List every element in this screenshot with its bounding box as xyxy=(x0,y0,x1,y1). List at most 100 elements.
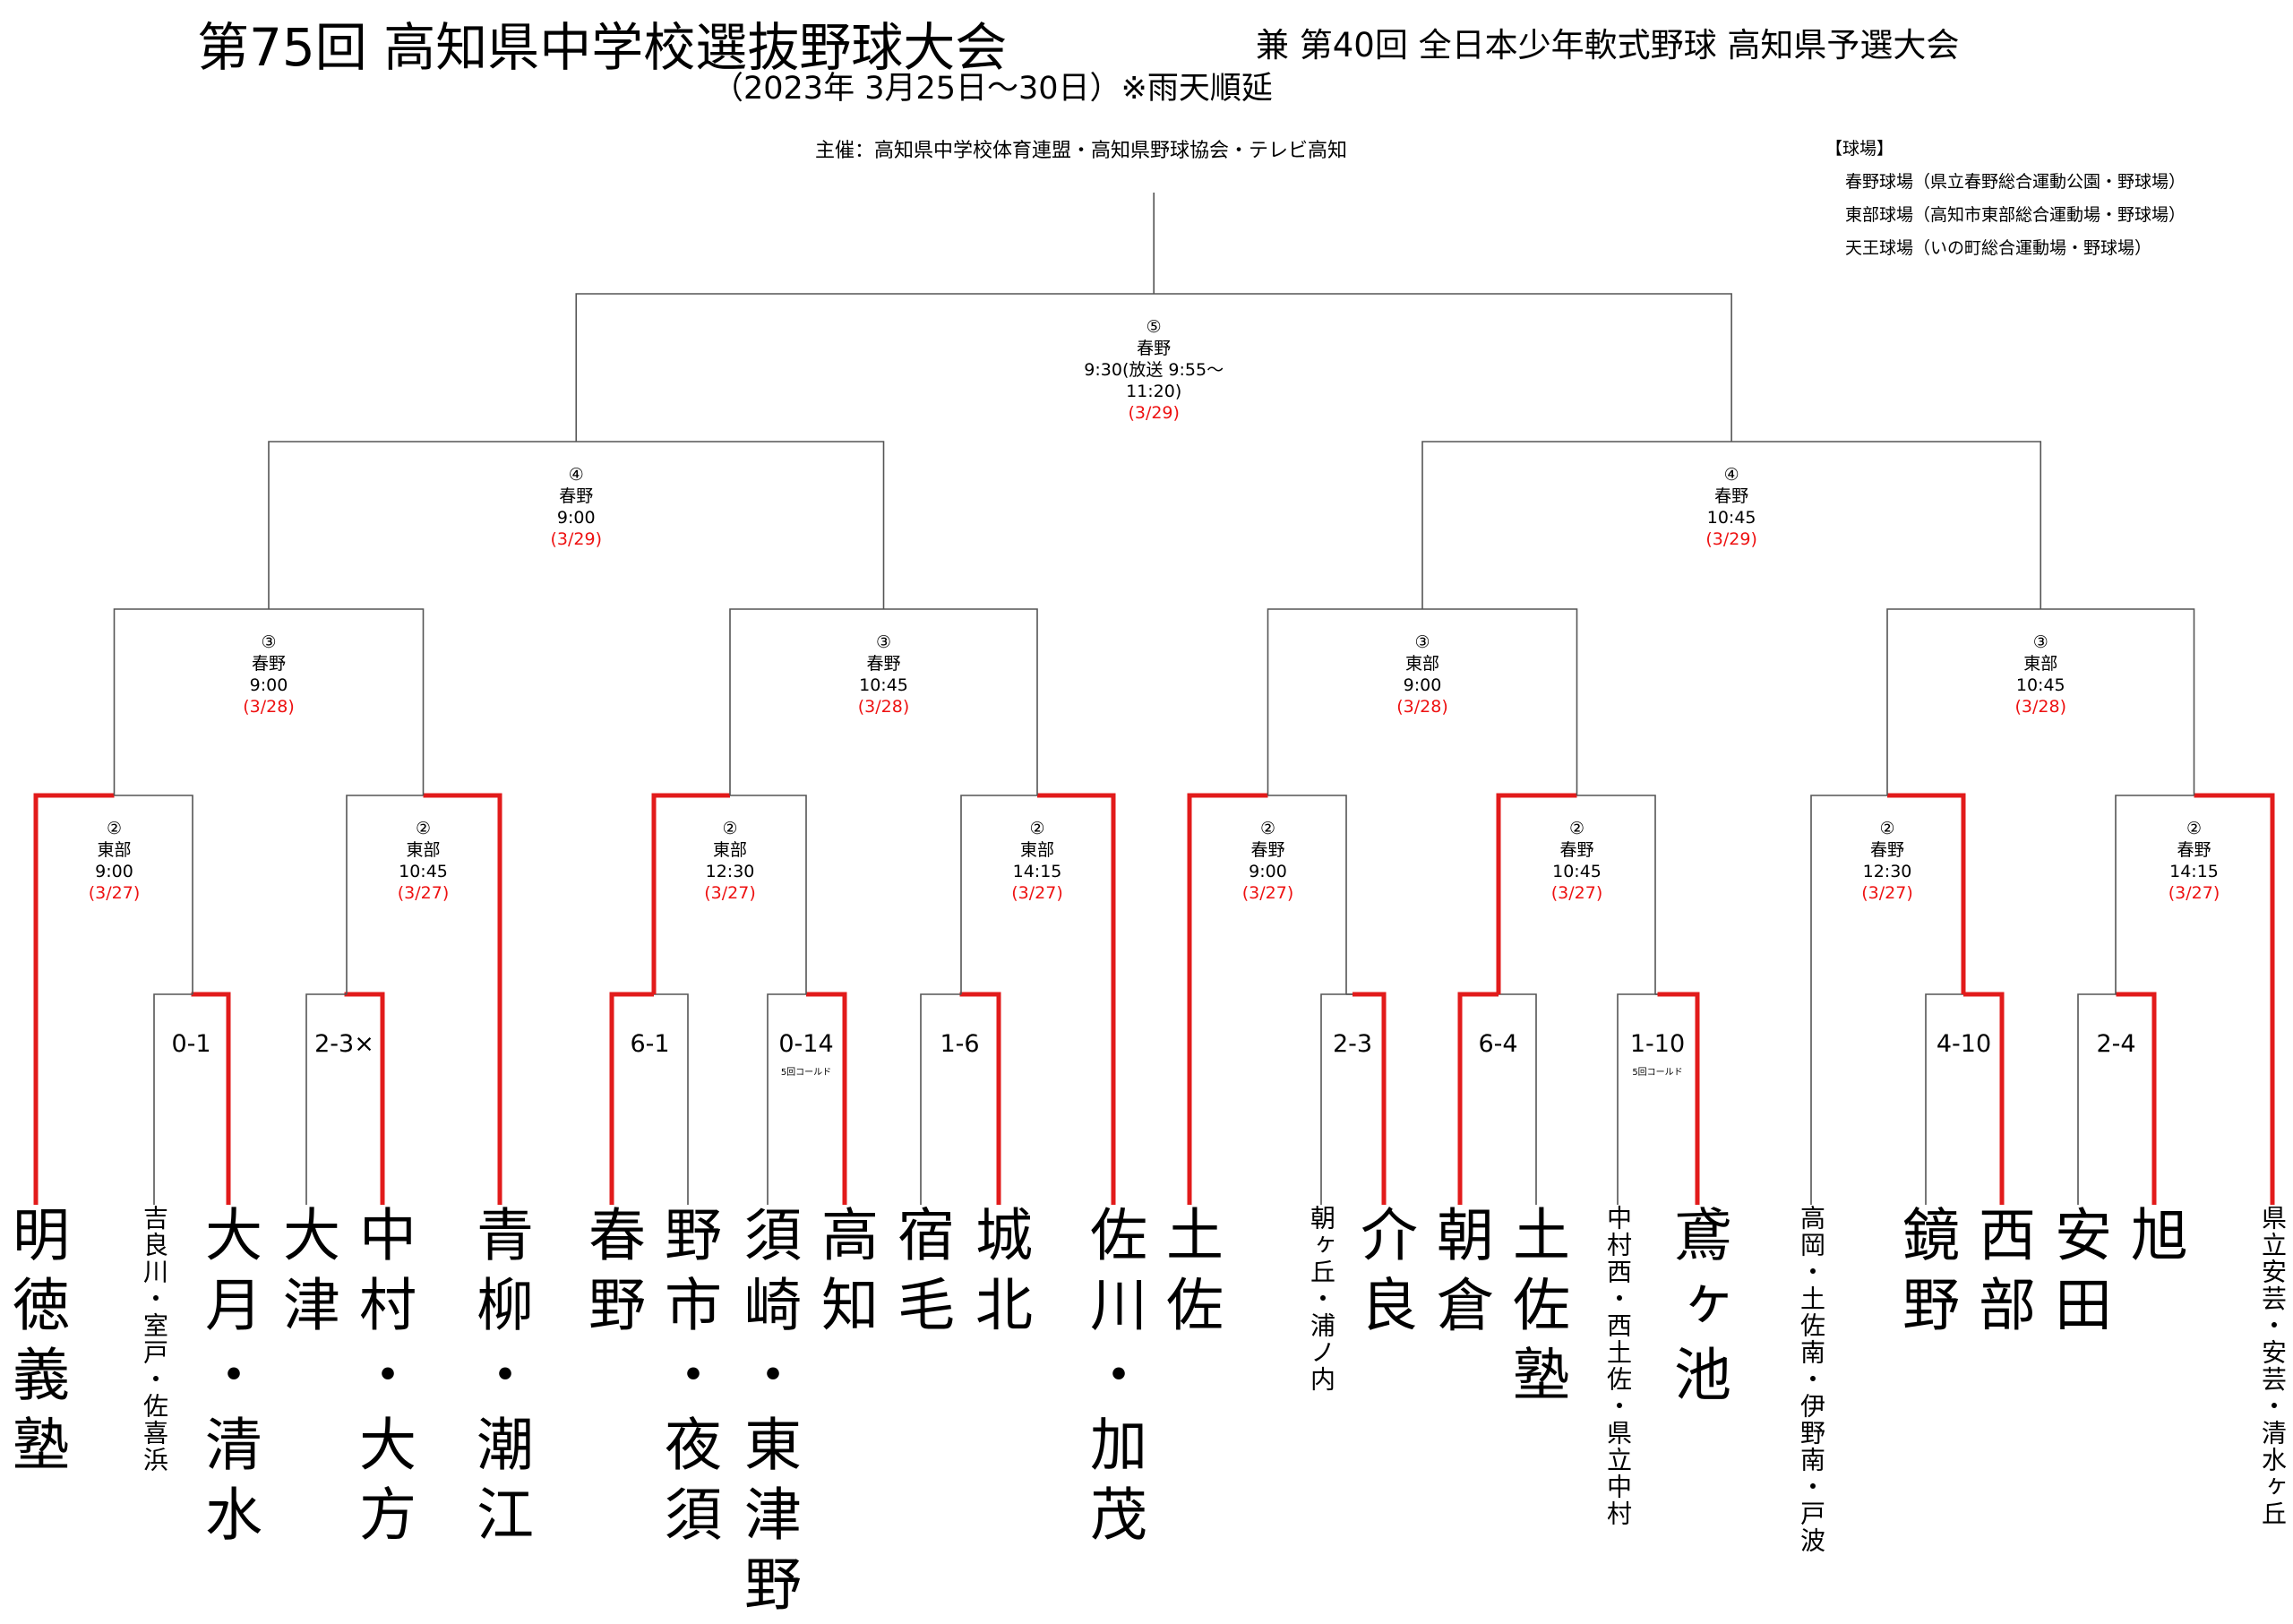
team-name: 城北 xyxy=(966,1205,1032,1345)
match-time: 12:30 xyxy=(1862,862,1912,881)
match-date: (3/27) xyxy=(397,883,450,903)
winner-path xyxy=(33,793,115,1205)
match-date: (3/27) xyxy=(704,883,756,903)
team-name: 中村西・西土佐・県立中村 xyxy=(1603,1205,1633,1527)
team-name: 宿毛 xyxy=(888,1205,954,1345)
match-venue: 東部 xyxy=(97,840,132,860)
match-round: ③ xyxy=(2032,632,2048,652)
round1-score: 2-4 xyxy=(2096,1030,2136,1058)
match-date: (3/27) xyxy=(88,883,141,903)
team-name: 明徳義塾 xyxy=(3,1205,69,1484)
venue-legend-heading: 【球場】 xyxy=(1825,139,1894,159)
match-date: (3/29) xyxy=(1705,529,1757,549)
match-venue: 東部 xyxy=(1404,654,1439,674)
match-date: (3/27) xyxy=(1241,883,1294,903)
match-venue: 春野 xyxy=(1137,339,1172,358)
round1-score: 6-4 xyxy=(1478,1030,1518,1058)
match-date: (3/28) xyxy=(2014,697,2067,717)
winner-path xyxy=(1496,793,1577,994)
round1-score: 0-1 xyxy=(171,1030,211,1058)
round1-score: 1-6 xyxy=(940,1030,980,1058)
team-name: 大月・清水 xyxy=(195,1205,262,1554)
bracket-line xyxy=(305,993,345,1205)
match-time: 9:00 xyxy=(95,862,133,881)
match-round: ② xyxy=(1029,819,1045,838)
round1-score: 0-14 xyxy=(778,1030,834,1058)
match-time: 12:30 xyxy=(705,862,755,881)
team-name: 吉良川・室戸・佐喜浜 xyxy=(140,1205,169,1474)
bracket-line xyxy=(1320,993,1353,1205)
bracket-line xyxy=(114,795,193,994)
venue-item: 天王球場（いの町総合運動場・野球場） xyxy=(1845,238,2152,258)
winner-path xyxy=(1887,793,1966,994)
winner-path xyxy=(423,793,502,1205)
match-round: ② xyxy=(1568,819,1585,838)
round1-score: 6-1 xyxy=(630,1030,670,1058)
match-date: (3/28) xyxy=(243,697,295,717)
match-round: ② xyxy=(2186,819,2203,838)
team-name: 高岡・土佐南・伊野南・戸波 xyxy=(1797,1205,1826,1554)
winner-path xyxy=(1963,992,2005,1205)
bracket-line xyxy=(1267,795,1347,994)
match-venue: 東部 xyxy=(1019,840,1054,860)
match-date: (3/27) xyxy=(2168,883,2220,903)
team-name: 青柳・潮江 xyxy=(467,1205,533,1554)
called-game-note: 5回コールド xyxy=(780,1068,832,1078)
team-name: 須崎・東津野 xyxy=(734,1205,801,1624)
winner-path xyxy=(959,992,1001,1205)
match-round: ④ xyxy=(568,465,584,485)
match-venue: 東部 xyxy=(2023,654,2058,674)
team-name: 中村・大方 xyxy=(349,1205,416,1554)
winner-path xyxy=(2116,992,2157,1205)
match-round: ② xyxy=(106,819,123,838)
match-time: 10:45 xyxy=(859,675,908,695)
match-time: 9:30(放送 9:55〜11:20) xyxy=(1084,360,1224,401)
round1-score: 1-10 xyxy=(1629,1030,1686,1058)
organizer-text: 主催：高知県中学校体育連盟・高知県野球協会・テレビ高知 xyxy=(815,140,1348,162)
winner-path xyxy=(2194,793,2275,1205)
bracket-line xyxy=(920,993,960,1205)
bracket-line xyxy=(1498,993,1537,1205)
bracket-line xyxy=(153,993,192,1205)
winner-path xyxy=(651,793,730,994)
match-time: 9:00 xyxy=(249,675,288,695)
bracket-line xyxy=(2077,993,2117,1205)
round2-match-info: ② 東部 9:00 (3/27) xyxy=(25,818,204,904)
match-round: ③ xyxy=(261,632,277,652)
bracket-line xyxy=(1925,993,1964,1205)
team-name: 佐川・加茂 xyxy=(1080,1205,1146,1554)
winner-path xyxy=(1657,992,1700,1205)
round1-score: 2-3× xyxy=(314,1030,374,1058)
match-venue: 春野 xyxy=(2177,840,2211,860)
match-date: (3/28) xyxy=(857,697,910,717)
team-name: 野市・夜須 xyxy=(655,1205,721,1554)
team-name: 土佐塾 xyxy=(1503,1205,1569,1414)
match-venue: 東部 xyxy=(406,840,441,860)
match-venue: 春野 xyxy=(1714,486,1749,506)
called-game-note: 5回コールド xyxy=(1632,1068,1683,1078)
match-time: 10:45 xyxy=(1552,862,1602,881)
match-venue: 春野 xyxy=(559,486,594,506)
match-time: 9:00 xyxy=(556,508,596,528)
bracket-line xyxy=(767,993,806,1205)
team-name: 高知 xyxy=(812,1205,878,1345)
match-venue: 春野 xyxy=(1559,840,1594,860)
match-venue: 春野 xyxy=(1869,840,1904,860)
team-name: 春野 xyxy=(579,1205,645,1345)
bracket-line xyxy=(2115,795,2194,994)
match-time: 14:15 xyxy=(2169,862,2219,881)
team-name: 土佐 xyxy=(1156,1205,1223,1345)
match-venue: 春野 xyxy=(1250,840,1285,860)
match-round: ③ xyxy=(875,632,892,652)
match-time: 14:15 xyxy=(1012,862,1062,881)
